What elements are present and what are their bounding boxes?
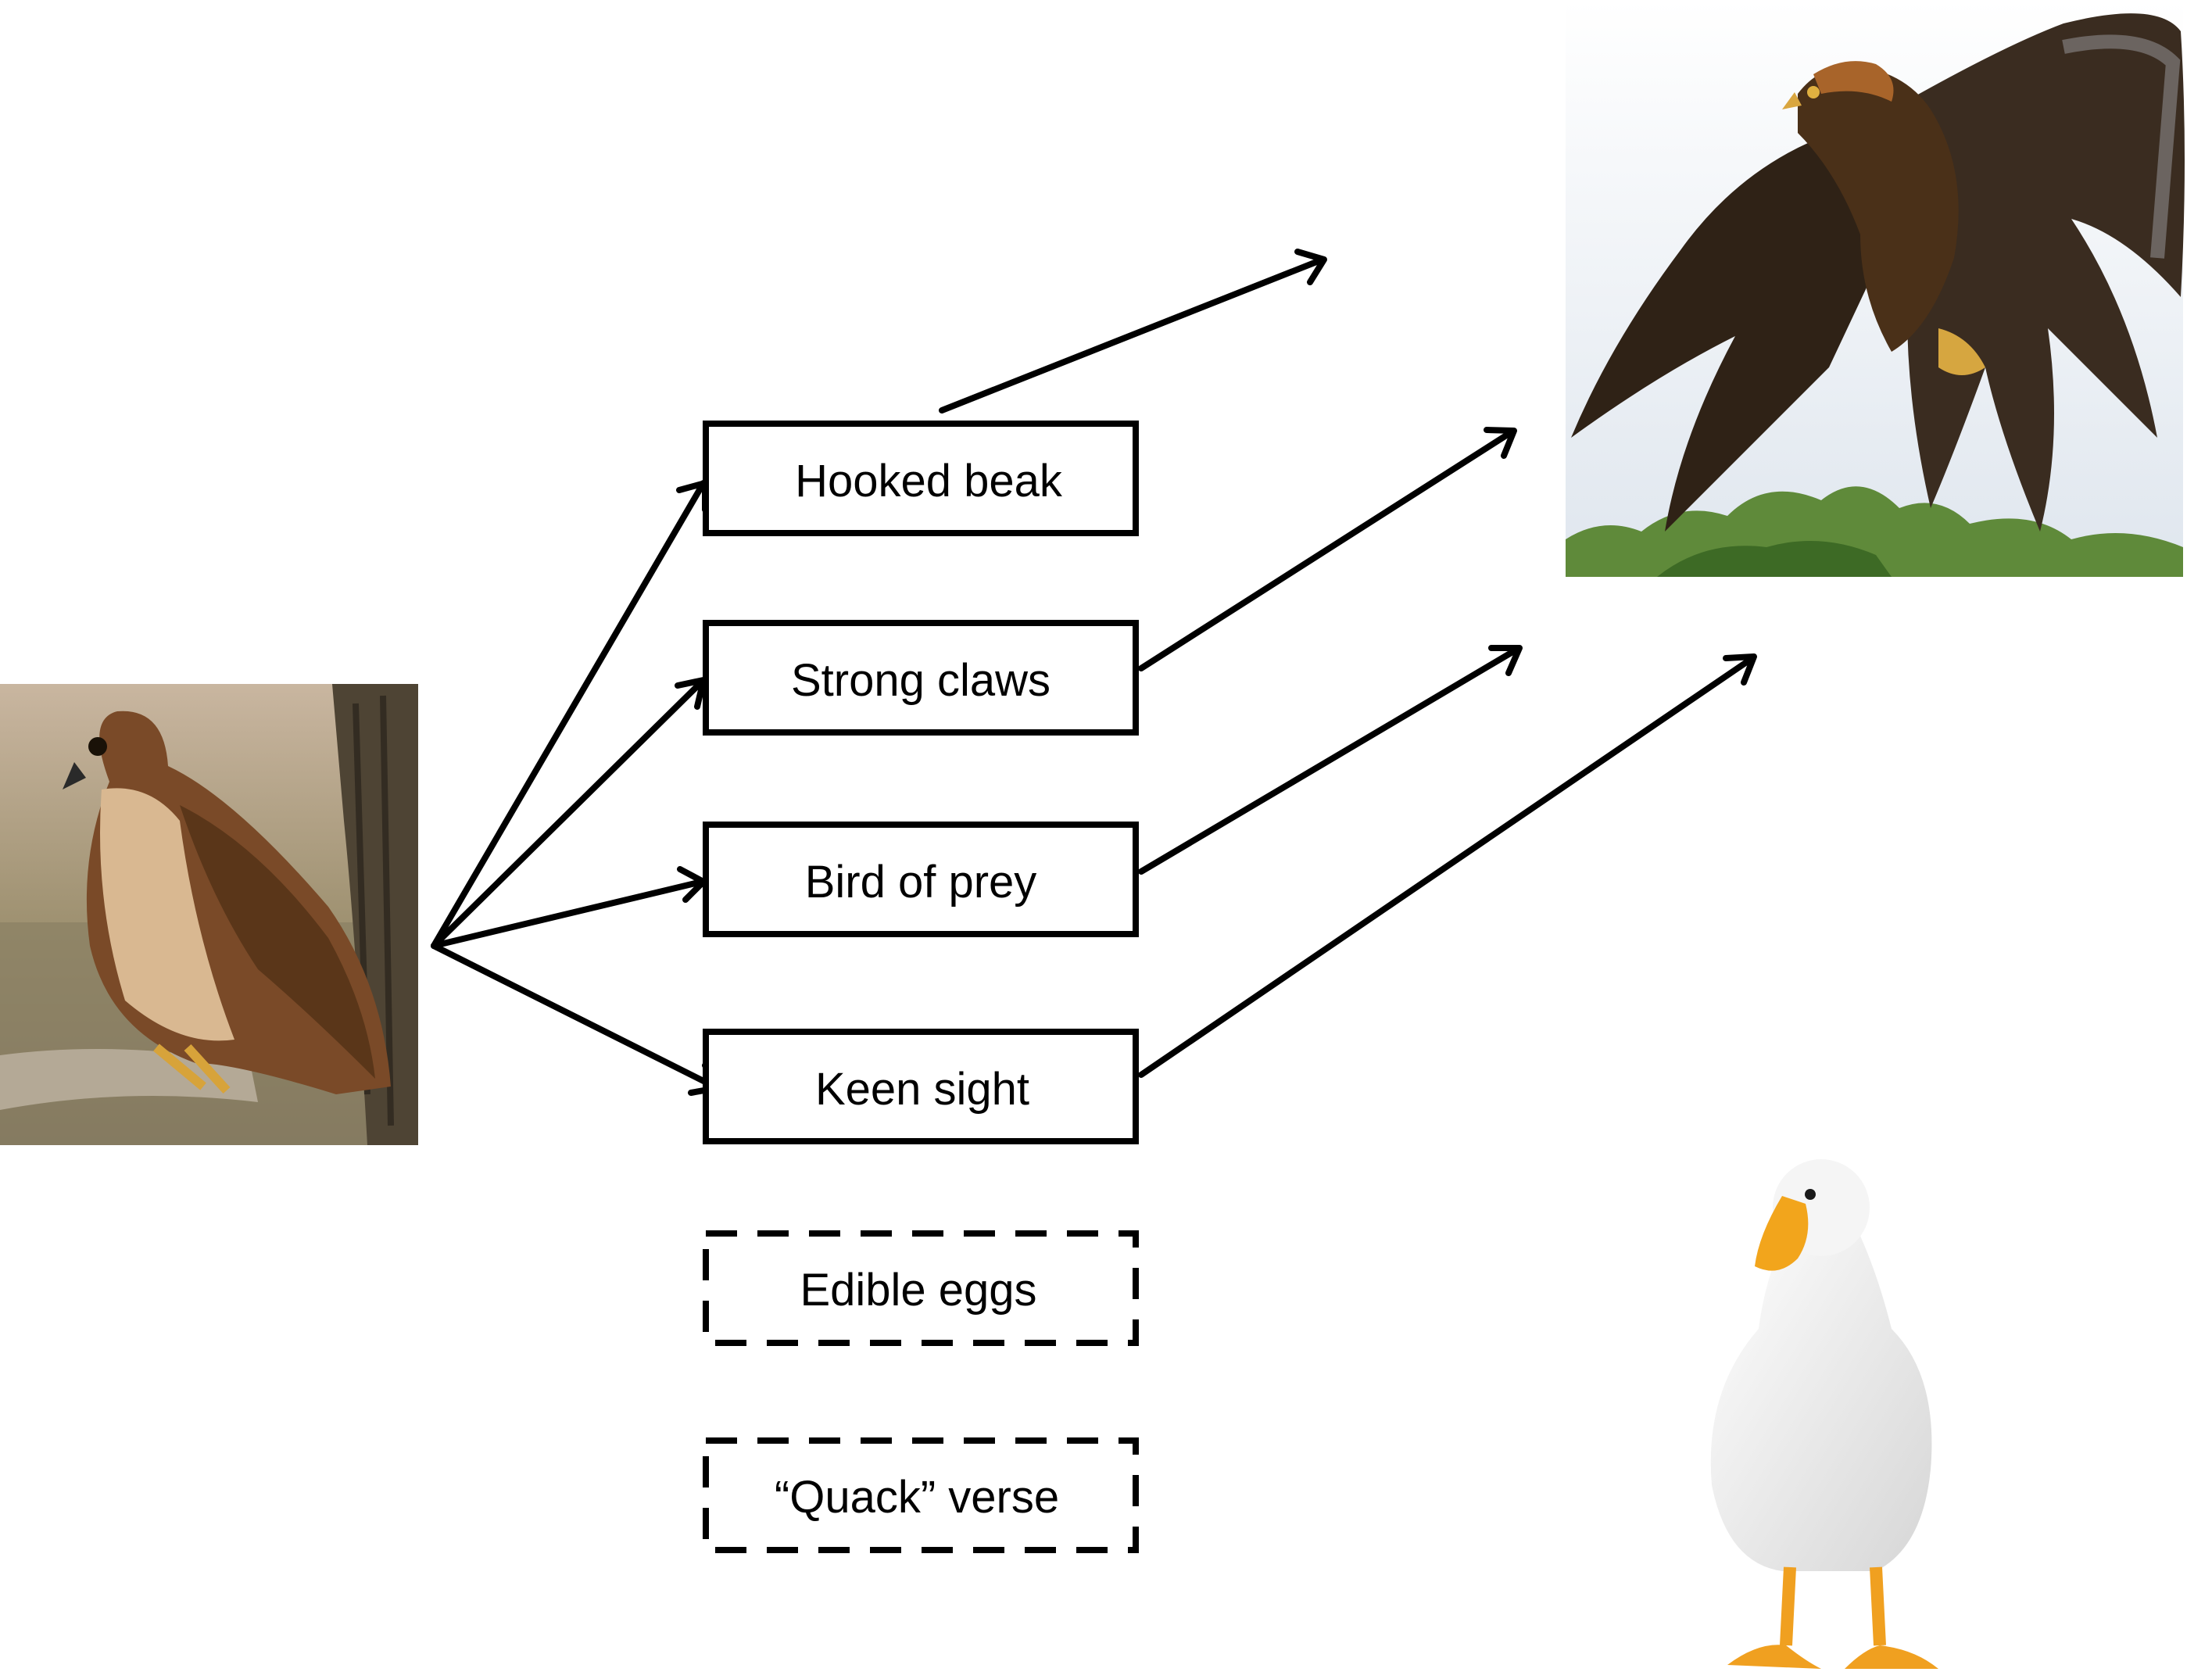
feature-box-quack-verse: “Quack” verse [703, 1437, 1139, 1553]
arrow-bird-of-prey-to-eagle [1138, 645, 1523, 875]
feature-box-edible-eggs: Edible eggs [703, 1230, 1139, 1346]
feature-box-strong-claws: Strong claws [703, 620, 1139, 736]
arrow-hawk-to-keen-sight [431, 943, 721, 1096]
feature-label-keen-sight: Keen sight [815, 1064, 1029, 1115]
feature-label-edible-eggs: Edible eggs [800, 1265, 1036, 1316]
arrow-keen-sight-to-eagle [1138, 653, 1757, 1078]
feature-label-strong-claws: Strong claws [791, 655, 1051, 706]
feature-label-quack-verse: “Quack” verse [775, 1472, 1059, 1523]
feature-label-hooked-beak: Hooked beak [795, 456, 1063, 507]
eagle-photo [1566, 0, 2185, 577]
duck-photo [1710, 1159, 1938, 1669]
feature-box-bird-of-prey: Bird of prey [703, 822, 1139, 937]
hawk-photo [0, 684, 418, 1145]
arrow-strong-claws-to-eagle [1138, 427, 1517, 671]
feature-label-bird-of-prey: Bird of prey [805, 857, 1037, 908]
feature-box-hooked-beak: Hooked beak [703, 421, 1139, 536]
feature-box-keen-sight: Keen sight [703, 1029, 1139, 1144]
arrow-hooked-beak-to-eagle [939, 249, 1327, 413]
